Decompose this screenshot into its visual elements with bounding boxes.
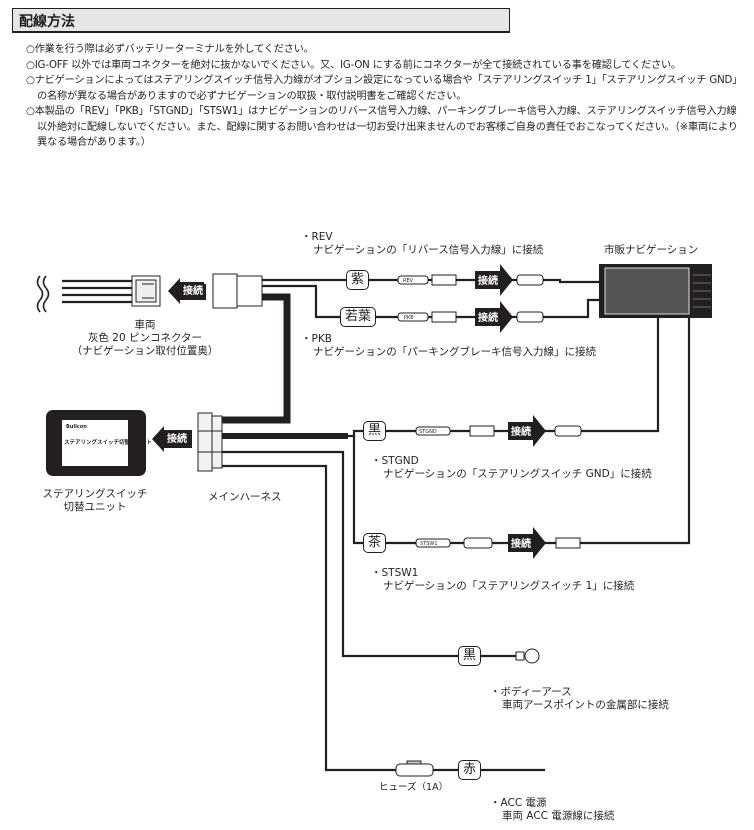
stgnd-nav-plug: [554, 425, 582, 437]
cut-wire-icon: [36, 275, 44, 313]
wire-color-tag-ground: 黒: [458, 646, 482, 666]
note-item: ○ナビゲーションによってはステアリングスイッチ信号入力線がオプション設定になって…: [26, 75, 743, 102]
stsw1-plug-text: STSW1: [420, 541, 438, 547]
note-item: ○作業を行う際は必ずバッテリーターミナルを外してください。: [26, 44, 314, 55]
rev-description: ・REV ナビゲーションの「リバース信号入力線」に接続: [301, 231, 544, 256]
unit-screen-text: ステアリングスイッチ切替ユニット: [64, 440, 153, 446]
wire-color-tag-rev: 紫: [346, 270, 370, 290]
stgnd-plug: [469, 425, 495, 437]
unit-label: ステアリングスイッチ 切替ユニット: [42, 488, 148, 513]
harness-connector-main: [197, 412, 223, 472]
harness-connector-top: [212, 273, 263, 309]
pkb-description: ・PKB ナビゲーションの「パーキングブレーキ信号入力線」に接続: [301, 333, 596, 358]
main-harness-label: メインハーネス: [208, 491, 282, 503]
unit-brand: Bullcon: [66, 424, 87, 430]
section-title: 配線方法: [19, 14, 75, 30]
stsw1-nav-plug: [555, 537, 581, 549]
rev-nav-plug: [516, 274, 544, 286]
caution-notes: ○作業を行う際は必ずバッテリーターミナルを外してください。 ○IG-OFF 以外…: [26, 42, 746, 151]
connect-label: 接続: [478, 313, 498, 324]
navigation-unit: [599, 264, 712, 318]
section-header: 配線方法: [12, 8, 510, 33]
stsw1-plug-label: [415, 538, 451, 548]
rev-plug-label: [397, 275, 429, 285]
fuse-icon: [395, 763, 434, 777]
stgnd-plug-text: STGND: [419, 429, 437, 435]
rev-plug-male: [431, 274, 457, 286]
ground-description: ・ボディーアース 車両アースポイントの金属部に接続: [490, 686, 669, 711]
steering-switch-unit: [46, 410, 146, 476]
pkb-plug-label: [397, 312, 429, 322]
wire-color-tag-stgnd: 黒: [363, 421, 387, 441]
wire-color-tag-acc: 赤: [458, 760, 482, 780]
stgnd-description: ・STGND ナビゲーションの「ステアリングスイッチ GND」に接続: [371, 455, 652, 480]
navigation-label: 市販ナビゲーション: [604, 244, 699, 256]
connect-label: 接続: [180, 284, 206, 300]
pkb-plug-male: [431, 311, 457, 323]
connect-arrows: [475, 264, 546, 559]
pkb-plug-text: PKB: [404, 315, 414, 321]
rev-plug-text: REV: [403, 278, 414, 284]
stgnd-plug-label: [415, 426, 451, 436]
fuse-label: ヒューズ（1A）: [379, 782, 449, 793]
vehicle-connector: [131, 275, 161, 307]
ring-terminal-icon: [524, 648, 540, 664]
connect-label: 接続: [478, 276, 498, 287]
connect-label: 接続: [511, 539, 531, 550]
note-item: ○本製品の「REV」「PKB」「STGND」「STSW1」はナビゲーションのリバ…: [26, 106, 738, 148]
acc-description: ・ACC 電源 車両 ACC 電源線に接続: [490, 797, 615, 822]
vehicle-label: 車両 灰色 20 ピンコネクター （ナビゲーション取付位置奥）: [71, 319, 219, 357]
connect-label: 接続: [511, 427, 531, 438]
pkb-nav-plug: [516, 311, 544, 323]
wire-color-tag-stsw1: 茶: [363, 533, 387, 553]
wire-color-tag-pkb: 若葉: [340, 307, 377, 327]
stsw1-plug: [463, 537, 493, 549]
connect-label: 接続: [164, 432, 190, 448]
stsw1-description: ・STSW1 ナビゲーションの「ステアリングスイッチ 1」に接続: [371, 567, 635, 592]
note-item: ○IG-OFF 以外では車両コネクターを絶対に抜かないでください。又、IG-ON…: [26, 59, 681, 71]
